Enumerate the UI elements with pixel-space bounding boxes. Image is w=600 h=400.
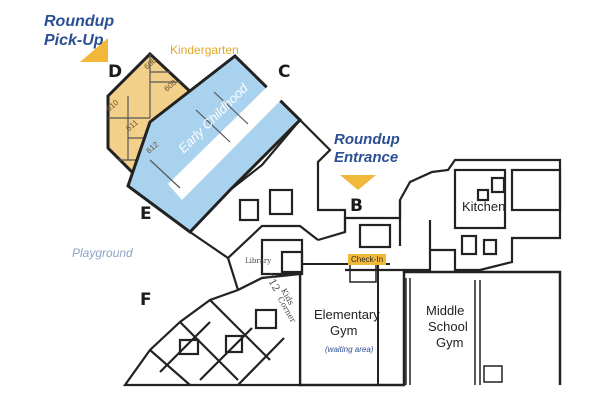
kindergarten-label: Kindergarten <box>170 43 239 57</box>
door-b-label: B <box>350 196 363 216</box>
southwest-wing <box>122 272 302 387</box>
middle-school-gym-line1: Middle <box>426 303 465 318</box>
early-childhood-wing <box>126 54 303 234</box>
elementary-gym-line2: Gym <box>330 323 358 338</box>
check-in-label: Check-In <box>351 255 384 264</box>
kitchen-label: Kitchen <box>462 199 506 214</box>
roundup-pickup-subtitle: Pick-Up <box>44 32 104 49</box>
library-label: Library <box>245 257 272 265</box>
middle-school-gym-line3: Gym <box>436 335 464 350</box>
door-d-label: D <box>108 62 123 82</box>
waiting-area-label: (waiting area) <box>325 345 374 354</box>
elementary-gym-line1: Elementary <box>314 307 380 322</box>
door-c-label: C <box>278 62 291 82</box>
roundup-entrance-subtitle: Entrance <box>334 149 399 166</box>
roundup-entrance-title: Roundup <box>334 131 400 148</box>
middle-school-gym-line2: School <box>428 319 468 334</box>
pickup-marker-icon <box>80 38 108 62</box>
roundup-pickup-title: Roundup <box>44 13 115 30</box>
kitchen-block <box>343 158 562 272</box>
door-f-label: F <box>140 290 152 310</box>
playground-label: Playground <box>72 246 133 260</box>
door-e-label: E <box>140 204 152 224</box>
entrance-marker-icon <box>340 175 376 190</box>
